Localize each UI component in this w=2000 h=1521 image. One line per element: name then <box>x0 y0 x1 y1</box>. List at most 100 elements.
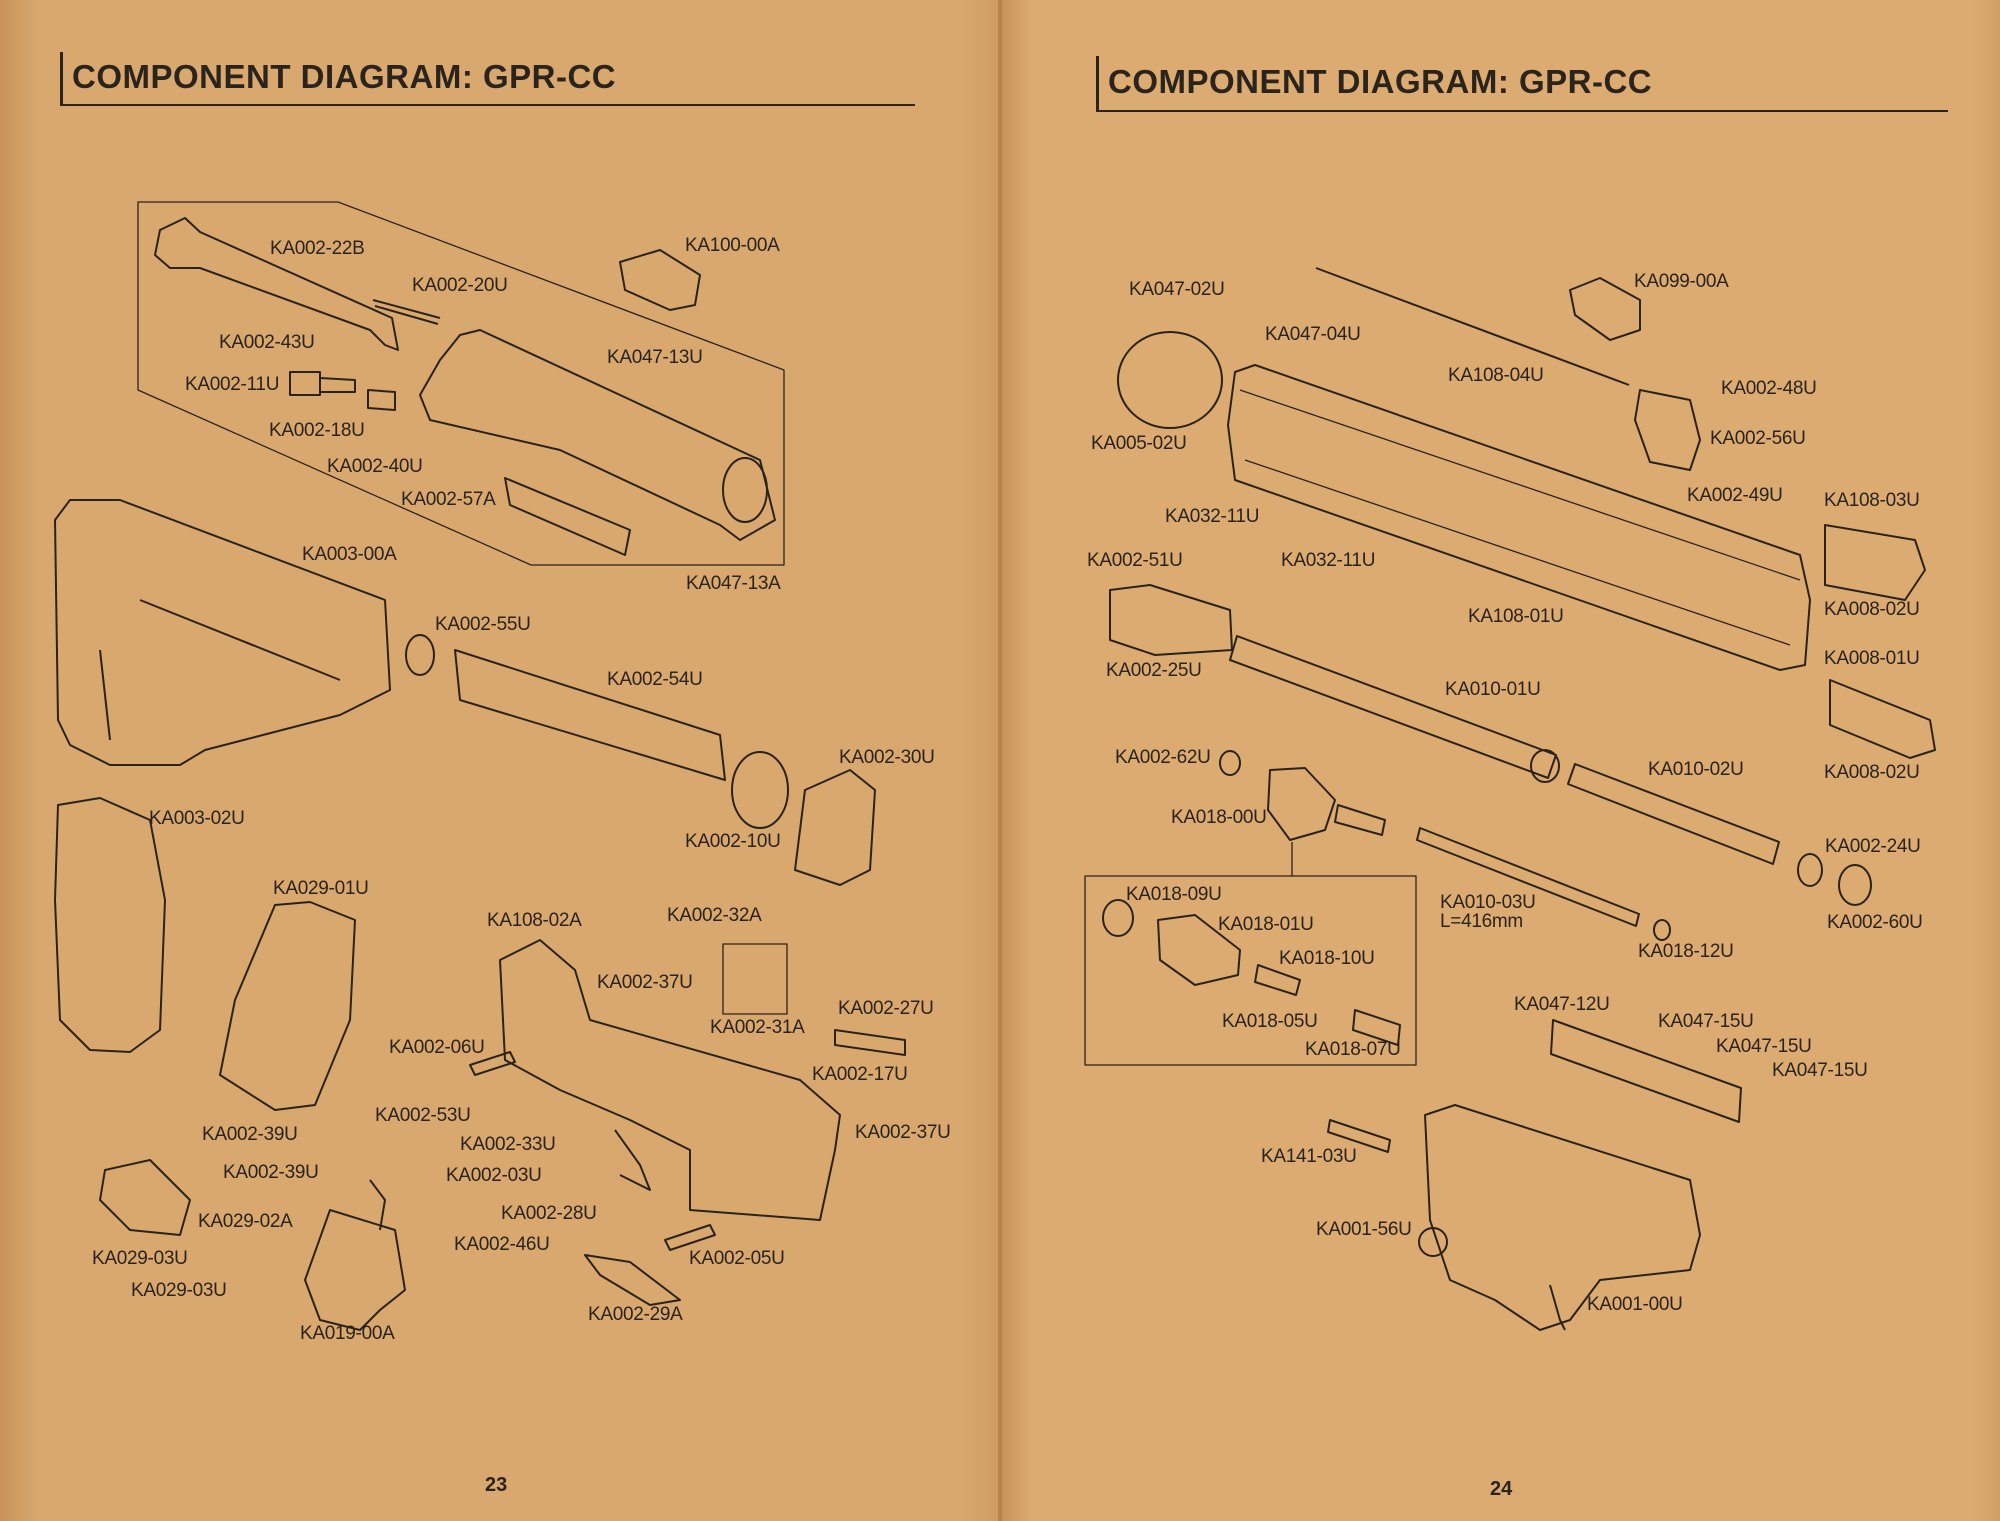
part-label: KA003-02U <box>149 808 245 829</box>
upper-receiver-drawing <box>419 329 776 541</box>
part-label: KA003-00A <box>302 544 397 565</box>
part-label: KA099-00A <box>1634 271 1729 292</box>
part-label: KA029-03U <box>131 1280 227 1301</box>
gearbox-drawing <box>1424 1104 1701 1331</box>
page-title-right: COMPONENT DIAGRAM: GPR-CC <box>1108 63 1653 100</box>
part-label: KA002-33U <box>460 1134 556 1155</box>
part-label: KA002-53U <box>375 1105 471 1126</box>
hop-up-detail-box <box>1084 875 1417 1066</box>
pivot-pin-drawing <box>834 1029 906 1056</box>
part-label: KA002-56U <box>1710 428 1806 449</box>
front-sight-drawing <box>1569 277 1641 341</box>
part-label: KA018-07U <box>1305 1039 1401 1060</box>
title-bar-left <box>60 52 63 106</box>
takedown-pin-drawing <box>469 1051 516 1076</box>
outer-barrel-2-drawing <box>1567 763 1780 865</box>
hop-chamber-drawing <box>1157 914 1241 986</box>
hop-spring-detail-drawing <box>1254 964 1301 996</box>
part-label: KA032-11U <box>1281 550 1376 571</box>
part-label: KA047-02U <box>1129 279 1225 300</box>
mag-catch-drawing <box>99 1159 191 1236</box>
part-label: KA018-00U <box>1171 807 1267 828</box>
buffer-nut-drawing <box>405 634 435 676</box>
part-label: KA002-40U <box>327 456 423 477</box>
part-label: KA018-09U <box>1126 884 1222 905</box>
charging-handle-drawing <box>154 217 399 351</box>
part-label: KA002-27U <box>838 998 934 1019</box>
pistol-grip-drawing <box>219 901 356 1111</box>
hop-nozzle-drawing <box>1109 584 1233 656</box>
part-label: KA002-43U <box>219 332 315 353</box>
receiver-ring-drawing <box>722 457 768 523</box>
muzzle-device-drawing <box>1824 524 1926 601</box>
part-label: KA002-60U <box>1827 912 1923 933</box>
rail-plate-drawing <box>1550 1019 1742 1123</box>
title-underline-right <box>1096 110 1948 112</box>
part-label: KA010-02U <box>1648 759 1744 780</box>
selector-box <box>722 943 788 1015</box>
part-label: KA002-17U <box>812 1064 908 1085</box>
handguard-rail-drawing <box>1239 389 1801 646</box>
part-label: KA047-15U <box>1772 1060 1868 1081</box>
part-label: KA002-06U <box>389 1037 485 1058</box>
part-label: KA002-05U <box>689 1248 785 1269</box>
part-label: KA002-25U <box>1106 660 1202 681</box>
part-label: KA002-37U <box>597 972 693 993</box>
bolt-release-drawing <box>584 1254 681 1306</box>
part-label: KA029-02A <box>198 1211 293 1232</box>
motor-drawing <box>304 1179 406 1331</box>
o-ring-3-drawing <box>1838 864 1872 906</box>
barrel-end-drawing <box>1530 749 1560 783</box>
pin-141-drawing <box>1327 1119 1391 1153</box>
part-label: KA010-03U <box>1440 892 1536 913</box>
part-label: KA002-39U <box>223 1162 319 1183</box>
part-label-length: L=416mm <box>1440 911 1523 932</box>
part-label: KA002-30U <box>839 747 935 768</box>
flash-hider-drawing <box>1829 679 1936 759</box>
part-label: KA002-62U <box>1115 747 1211 768</box>
part-label: KA002-46U <box>454 1234 550 1255</box>
part-label: KA002-57A <box>401 489 496 510</box>
part-label: KA018-12U <box>1638 941 1734 962</box>
part-label: KA032-11U <box>1165 506 1260 527</box>
part-label: KA001-00U <box>1587 1294 1683 1315</box>
hop-spring-drawing <box>1334 804 1386 836</box>
part-label: KA002-55U <box>435 614 531 635</box>
part-label: KA002-28U <box>501 1203 597 1224</box>
part-label: KA002-31A <box>710 1017 805 1038</box>
part-label: KA002-20U <box>412 275 508 296</box>
part-label: KA002-24U <box>1825 836 1921 857</box>
trigger-guard-drawing <box>614 1129 651 1191</box>
castle-nut-drawing <box>731 751 789 829</box>
inner-barrel-drawing <box>1416 827 1640 927</box>
part-label: KA005-02U <box>1091 433 1187 454</box>
part-label: KA018-10U <box>1279 948 1375 969</box>
pin-drawing <box>664 1224 716 1251</box>
o-ring-2-drawing <box>1797 853 1823 887</box>
part-label: KA018-01U <box>1218 914 1314 935</box>
barrel-nut-drawing <box>1117 331 1223 429</box>
o-ring-drawing <box>1219 750 1241 776</box>
part-label: KA008-01U <box>1824 648 1920 669</box>
part-label: KA019-00A <box>300 1323 395 1344</box>
gear-drawing <box>1418 1227 1448 1257</box>
part-label: KA002-54U <box>607 669 703 690</box>
part-label: KA108-02A <box>487 910 582 931</box>
part-label: KA002-37U <box>855 1122 951 1143</box>
part-label: KA141-03U <box>1261 1146 1357 1167</box>
hop-tube-drawing <box>1352 1009 1401 1046</box>
stock-drawing <box>54 499 391 766</box>
part-label: KA018-05U <box>1222 1011 1318 1032</box>
part-label: KA001-56U <box>1316 1219 1412 1240</box>
spring-drawing <box>372 299 441 325</box>
part-label: KA002-22B <box>270 238 365 259</box>
buffer-tube-drawing <box>454 649 726 781</box>
part-label: KA002-18U <box>269 420 365 441</box>
part-label: KA108-01U <box>1468 606 1564 627</box>
part-label: KA047-15U <box>1716 1036 1812 1057</box>
upper-receiver-group-box <box>137 201 785 566</box>
page-number-left: 23 <box>485 1474 508 1496</box>
o-ring-4-drawing <box>1653 919 1671 941</box>
end-plate-drawing <box>794 769 876 886</box>
part-label: KA002-11U <box>185 374 280 395</box>
